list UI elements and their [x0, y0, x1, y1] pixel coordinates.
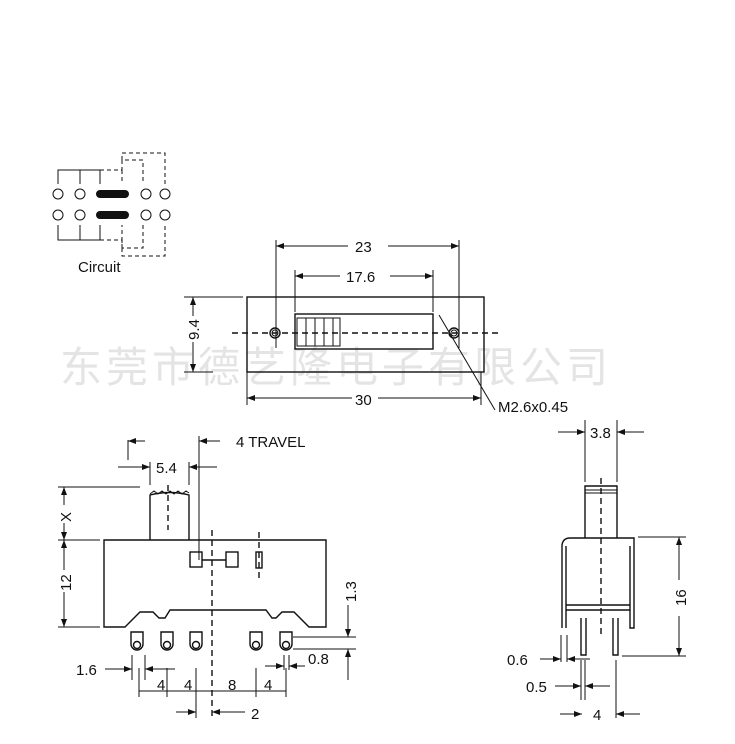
travel-label: 4 TRAVEL	[236, 434, 305, 451]
dim-9-4: 9.4	[186, 319, 203, 340]
dim-12: 12	[58, 574, 75, 591]
dim-17-6: 17.6	[346, 269, 375, 286]
side-view: 3.8 16 0.6 0.5 4	[507, 420, 690, 724]
dim-0-6: 0.6	[507, 652, 528, 669]
pitch-3: 8	[228, 677, 236, 694]
watermark: 东莞市德艺隆电子有限公司	[60, 343, 612, 392]
front-view: 4 TRAVEL 5.4 X 12 1.3 0.8 1.6 4 4 8 4 2	[56, 434, 360, 723]
dim-2: 2	[251, 706, 259, 723]
dim-0-5: 0.5	[526, 679, 547, 696]
dim-5-4: 5.4	[156, 460, 177, 477]
circuit-label: Circuit	[78, 259, 121, 276]
dim-23: 23	[355, 239, 372, 256]
thread-label: M2.6x0.45	[498, 399, 568, 416]
dim-0-8: 0.8	[308, 651, 329, 668]
pitch-1: 4	[157, 677, 165, 694]
dim-x: X	[58, 512, 75, 522]
dim-3-8: 3.8	[590, 425, 611, 442]
dim-30: 30	[355, 392, 372, 409]
dim-16: 16	[673, 589, 690, 606]
top-view: 23 17.6 9.4 30 M2.6x0.45	[184, 236, 568, 416]
pitch-4: 4	[264, 677, 272, 694]
pitch-2: 4	[184, 677, 192, 694]
dim-4: 4	[593, 707, 601, 724]
dim-1-3: 1.3	[343, 581, 360, 602]
dim-1-6: 1.6	[76, 662, 97, 679]
circuit-diagram: Circuit	[52, 152, 171, 276]
